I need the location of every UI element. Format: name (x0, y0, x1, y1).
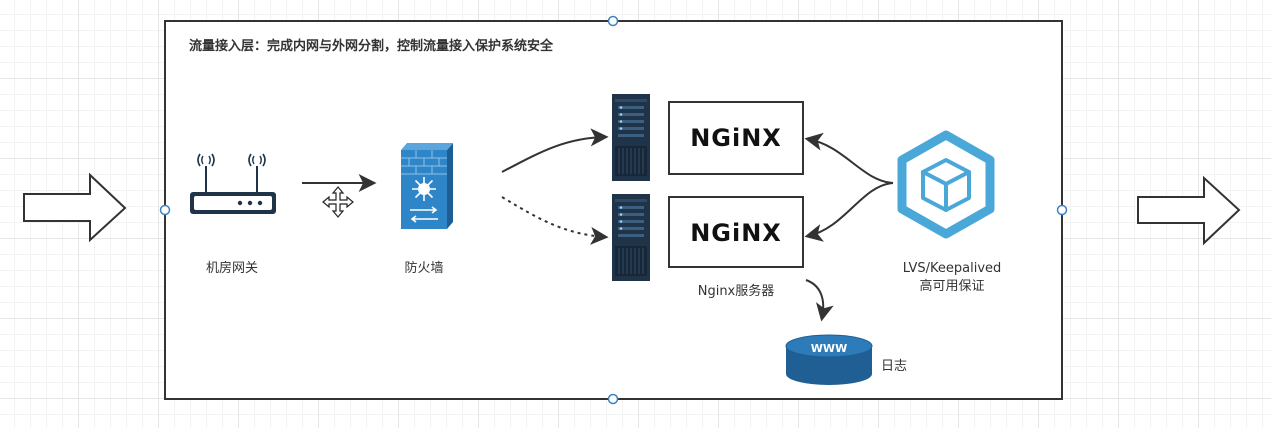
edge-firewall-to-nginx-bottom[interactable] (501, 196, 609, 245)
edge-lvs-to-nginx-top[interactable] (804, 132, 894, 184)
log-badge: WWW (811, 342, 847, 355)
database-disk-icon[interactable]: WWW (785, 334, 873, 385)
resize-handle-bottom[interactable] (607, 393, 619, 405)
server-rack-icon-top[interactable] (612, 94, 650, 181)
firewall-icon[interactable] (401, 143, 453, 229)
edge-nginx-to-log[interactable] (805, 279, 834, 322)
firewall-label: 防火墙 (404, 260, 443, 276)
edge-lvs-to-nginx-bottom[interactable] (804, 182, 894, 242)
gateway-label: 机房网关 (206, 260, 258, 276)
nginx-box-top[interactable]: NGiNX (668, 101, 804, 175)
log-label: 日志 (881, 359, 907, 374)
nginx-logo-top: NGiNX (690, 124, 782, 152)
edge-firewall-to-nginx-top[interactable] (501, 128, 609, 173)
resize-handle-left[interactable] (159, 204, 171, 216)
cube-hexagon-icon[interactable] (897, 130, 995, 239)
move-cursor-icon (322, 186, 354, 218)
lvs-label-line1: LVS/Keepalived (903, 261, 1002, 276)
server-rack-icon-bottom[interactable] (612, 194, 650, 281)
nginx-logo-bottom: NGiNX (690, 219, 782, 247)
router-icon[interactable] (190, 153, 276, 214)
nginx-group-label: Nginx服务器 (698, 283, 775, 299)
nginx-box-bottom[interactable]: NGiNX (668, 196, 804, 268)
outgoing-arrow-shape[interactable] (1137, 175, 1241, 246)
resize-handle-right[interactable] (1056, 204, 1068, 216)
incoming-arrow-shape[interactable] (23, 172, 127, 243)
container-title: 流量接入层：完成内网与外网分割，控制流量接入保护系统安全 (189, 38, 554, 54)
resize-handle-top[interactable] (607, 15, 619, 27)
lvs-label-line2: 高可用保证 (919, 278, 984, 294)
